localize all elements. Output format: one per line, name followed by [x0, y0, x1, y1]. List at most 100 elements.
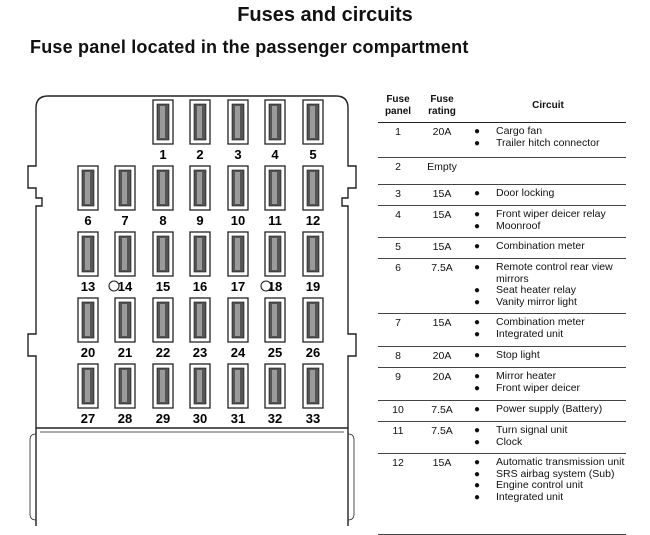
cell-circuit: ●Front wiper deicer relay●Moonroof: [470, 208, 626, 232]
cell-fuse-rating: 15A: [432, 457, 452, 469]
circuit-text: Front wiper deicer: [496, 381, 581, 394]
fuse-10: 10: [227, 165, 249, 228]
fuse-19: 19: [302, 231, 324, 294]
fuse-highlight: [197, 238, 202, 270]
circuit-text: Integrated unit: [496, 327, 564, 340]
circuit-item: ●Front wiper deicer: [470, 381, 626, 395]
fuse-number-label: 15: [156, 279, 170, 294]
fuse-highlight: [160, 172, 165, 204]
fuse-highlight: [235, 304, 240, 336]
circuit-item: ● Combination meter: [470, 240, 626, 253]
fuse-33: 33: [302, 363, 324, 426]
bullet-icon: ●: [474, 262, 481, 273]
fuse-28: 28: [114, 363, 136, 426]
round-marker: [260, 280, 272, 292]
fuse-highlight: [310, 172, 315, 204]
cell-fuse-rating: 20A: [432, 371, 452, 383]
fuse-12: 12: [302, 165, 324, 228]
fuse-number-label: 3: [234, 147, 241, 162]
circuit-text: Moonroof: [496, 219, 541, 232]
cell-fuse-rating: 15A: [432, 317, 452, 329]
fuse-number-label: 30: [193, 411, 207, 426]
fuse-31: 31: [227, 363, 249, 426]
fuse-number-label: 33: [306, 411, 320, 426]
header-fuse-panel: Fuse panel: [384, 94, 412, 117]
circuit-item: ●Cargo fan: [470, 125, 626, 138]
fuse-number-label: 6: [84, 213, 91, 228]
bullet-icon: ●: [474, 457, 481, 468]
fuse-highlight: [160, 106, 165, 138]
fuse-24: 24: [227, 297, 249, 360]
fuse-highlight: [235, 238, 240, 270]
circuit-item: ●Stop light: [470, 349, 626, 362]
fuse-number-label: 20: [81, 345, 95, 360]
bullet-icon: ●: [474, 350, 481, 361]
fuse-number-label: 18: [268, 279, 282, 294]
fuse-number-label: 11: [268, 213, 282, 228]
fuse-highlight: [122, 238, 127, 270]
circuit-text: Trailer hitch connector: [496, 136, 600, 149]
bullet-icon: ●: [474, 404, 481, 415]
bullet-icon: ●: [474, 209, 481, 220]
bullet-icon: ●: [474, 296, 481, 308]
fuse-number-label: 9: [196, 213, 203, 228]
circuit-item: ●Power supply (Battery): [470, 403, 626, 416]
cell-circuit: ● Combination meter: [470, 240, 626, 253]
fuse-highlight: [272, 106, 277, 138]
fuse-highlight: [122, 172, 127, 204]
fuse-3: 3: [227, 99, 249, 162]
circuit-text: Automatic transmission unit: [496, 456, 625, 468]
fuse-highlight: [197, 304, 202, 336]
fuse-highlight: [122, 370, 127, 402]
cell-fuse-panel: 7: [395, 317, 401, 329]
bullet-icon: ●: [474, 126, 481, 137]
fuse-14: 14: [114, 231, 136, 294]
fuse-number-label: 29: [156, 411, 170, 426]
circuit-item: ●Engine control unit: [470, 479, 626, 492]
fuse-29: 29: [152, 363, 174, 426]
fuse-number-label: 8: [159, 213, 166, 228]
cell-fuse-rating: 15A: [432, 188, 452, 200]
fuse-22: 22: [152, 297, 174, 360]
fuse-number-label: 17: [231, 279, 245, 294]
round-marker: [108, 280, 120, 292]
cell-circuit: ●Door locking: [470, 187, 626, 200]
fuse-highlight: [310, 238, 315, 270]
fuse-number-label: 10: [231, 213, 245, 228]
bullet-icon: ●: [474, 436, 481, 448]
fuse-highlight: [160, 238, 165, 270]
circuit-text: Combination meter: [496, 240, 585, 252]
fuse-number-label: 21: [118, 345, 132, 360]
cell-circuit: ●Stop light: [470, 349, 626, 362]
page-subtitle: Fuse panel located in the passenger comp…: [30, 37, 469, 57]
fuse-number-label: 23: [193, 345, 207, 360]
cell-fuse-panel: 4: [395, 209, 401, 221]
fuse-panel-frame: [27, 95, 357, 526]
circuit-item: ●Remote control rear view mirrors: [470, 261, 626, 285]
fuse-30: 30: [189, 363, 211, 426]
fuse-17: 17: [227, 231, 249, 294]
header-circuit: Circuit: [532, 100, 564, 111]
fuse-13: 13: [77, 231, 99, 294]
fuse-number-label: 13: [81, 279, 95, 294]
cell-fuse-panel: 9: [395, 371, 401, 383]
fuse-highlight: [310, 304, 315, 336]
fuse-11: 11: [264, 165, 286, 228]
cell-fuse-panel: 2: [395, 161, 401, 173]
circuit-item: ●Seat heater relay: [470, 284, 626, 297]
page-title: Fuses and circuits: [237, 4, 413, 26]
cell-circuit: ●Cargo fan● Trailer hitch connector: [470, 125, 626, 149]
cell-circuit: ●Remote control rear view mirrors●Seat h…: [470, 261, 626, 308]
circuit-item: ●Combination meter: [470, 316, 626, 329]
fuse-number-label: 14: [118, 279, 133, 294]
fuse-highlight: [85, 304, 90, 336]
bullet-icon: ●: [474, 241, 481, 252]
cell-circuit: ●Automatic transmission unit●SRS airbag …: [470, 456, 626, 503]
